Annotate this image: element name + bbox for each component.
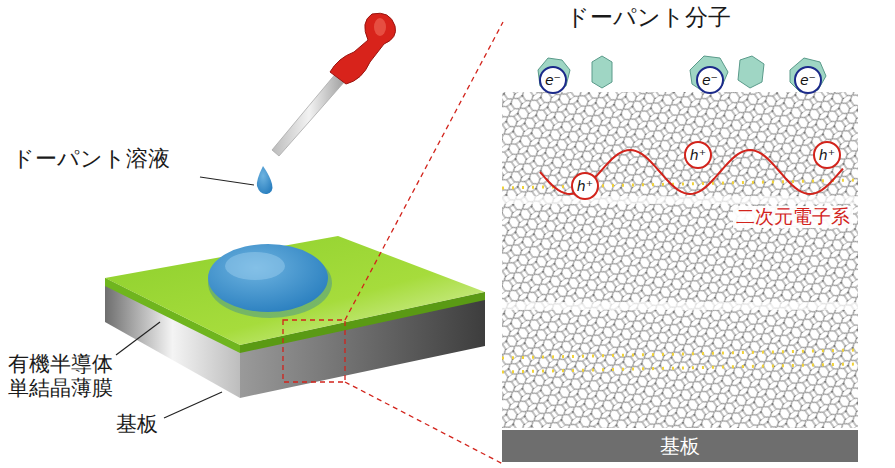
- zoom-indicator: [283, 22, 503, 464]
- substrate-label: 基板: [660, 433, 700, 460]
- electron-circle: e⁻: [696, 66, 724, 94]
- hole-circle: h⁺: [684, 141, 712, 169]
- electron-symbol: e⁻: [702, 72, 718, 88]
- dopant-molecules: [538, 56, 826, 92]
- hole-symbol: h⁺: [819, 147, 835, 163]
- hole-circle: h⁺: [571, 172, 599, 200]
- film-label: 有機半導体 単結晶薄膜: [8, 352, 119, 400]
- substrate-label: 基板: [116, 412, 158, 436]
- 2d-electron-system-label: 二次元電子系: [733, 206, 853, 228]
- electron-symbol: e⁻: [545, 72, 561, 88]
- electron-circle: e⁻: [539, 66, 567, 94]
- hole-symbol: h⁺: [577, 178, 593, 194]
- hole-circle: h⁺: [813, 141, 841, 169]
- substrate-bar: 基板: [502, 430, 858, 462]
- film-block: [105, 236, 485, 398]
- electron-symbol: e⁻: [800, 72, 816, 88]
- leader-lines: [116, 177, 254, 418]
- droplet: [257, 166, 273, 194]
- hole-symbol: h⁺: [690, 147, 706, 163]
- crystal-lattice: [502, 92, 858, 428]
- pipette: [272, 13, 396, 156]
- electron-circle: e⁻: [794, 66, 822, 94]
- dopant-molecule-label: ドーパント分子: [566, 4, 731, 30]
- dopant-solution-label: ドーパント溶液: [12, 146, 170, 171]
